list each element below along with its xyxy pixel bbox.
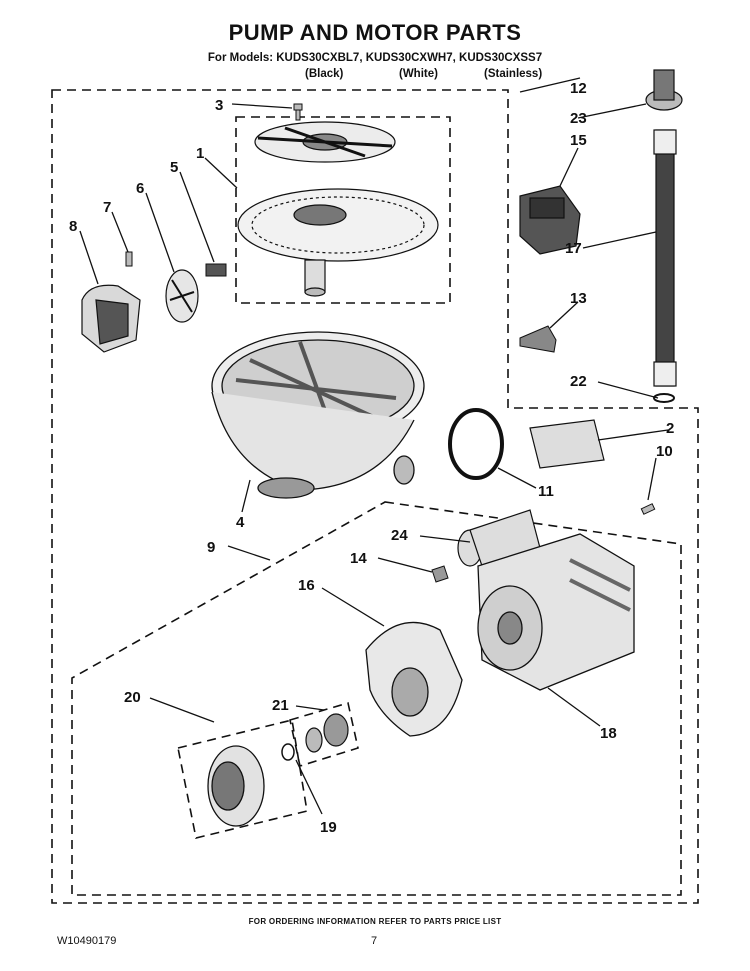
callout-13: 13	[570, 290, 587, 307]
callout-2: 2	[666, 420, 674, 437]
page-title: PUMP AND MOTOR PARTS	[228, 20, 522, 45]
variant-white: (White)	[399, 68, 438, 80]
callout-numbers: 3 1 5 6 7 8 12 23 15 17 13 22 2 10 11 4 …	[69, 80, 674, 836]
gasket-ring-part	[448, 408, 504, 480]
filter-cover-part	[529, 419, 605, 469]
clip-part	[205, 263, 227, 277]
volute-part	[365, 621, 463, 737]
callout-20: 20	[124, 689, 141, 706]
callout-4: 4	[236, 514, 245, 531]
outer-assembly-border	[51, 89, 699, 904]
variant-stainless: (Stainless)	[484, 68, 543, 80]
document-number: W10490179	[57, 935, 117, 947]
callout-9: 9	[207, 539, 215, 556]
small-screw-part	[125, 251, 133, 267]
screw-part	[293, 103, 303, 121]
callout-21: 21	[272, 697, 289, 714]
hose-clamp-part	[653, 393, 675, 403]
seal-part	[305, 713, 349, 753]
callout-5: 5	[170, 159, 178, 176]
sump-part	[211, 331, 425, 499]
wash-arm-assembly	[237, 121, 439, 297]
callout-10: 10	[656, 443, 673, 460]
motor-part	[477, 533, 635, 691]
leader-lines	[79, 77, 669, 815]
nut-part	[431, 565, 449, 583]
callout-7: 7	[103, 199, 111, 216]
callout-15: 15	[570, 132, 587, 149]
callout-8: 8	[69, 218, 77, 235]
ordering-note: FOR ORDERING INFORMATION REFER TO PARTS …	[248, 917, 502, 926]
motor-assembly-border	[71, 501, 682, 896]
wash-arm-box	[235, 116, 451, 304]
callout-17: 17	[565, 240, 582, 257]
callout-16: 16	[298, 577, 315, 594]
model-list: For Models: KUDS30CXBL7, KUDS30CXWH7, KU…	[207, 52, 543, 64]
valve-part	[519, 185, 581, 255]
callout-3: 3	[215, 97, 223, 114]
callout-24: 24	[391, 527, 408, 544]
impeller-housing-part	[207, 745, 265, 827]
callout-14: 14	[350, 550, 367, 567]
callout-12: 12	[570, 80, 587, 97]
hose-part	[653, 129, 677, 387]
diverter-part	[645, 69, 683, 111]
callout-23: 23	[570, 110, 587, 127]
bracket-part	[519, 325, 557, 353]
callout-22: 22	[570, 373, 587, 390]
seal-box	[289, 701, 359, 768]
page-number: 7	[371, 935, 378, 947]
callout-18: 18	[600, 725, 617, 742]
motor-screw-part	[640, 503, 656, 515]
callout-11: 11	[538, 483, 554, 500]
variant-black: (Black)	[305, 68, 344, 80]
impeller-box	[177, 719, 308, 839]
callout-6: 6	[136, 180, 144, 197]
pump-housing-part	[81, 284, 141, 353]
washer-part	[281, 743, 295, 761]
callout-1: 1	[196, 145, 204, 162]
impeller-part	[165, 269, 199, 323]
callout-19: 19	[320, 819, 337, 836]
